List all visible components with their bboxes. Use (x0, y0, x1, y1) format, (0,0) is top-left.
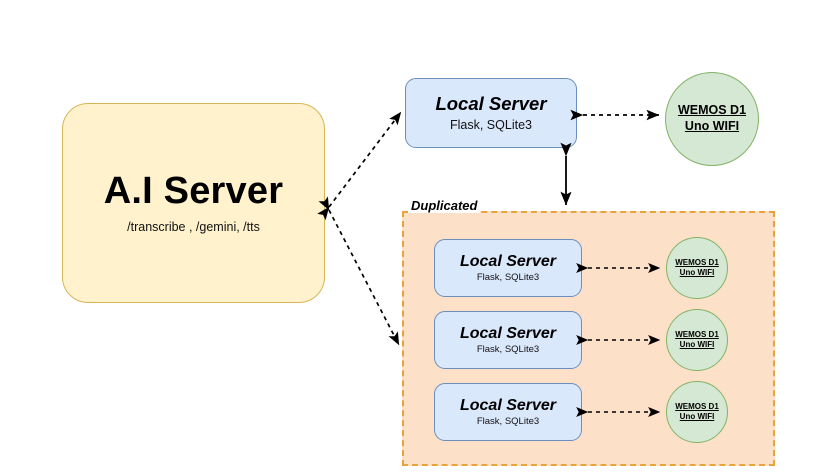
local-server-title: Local Server (459, 324, 557, 342)
wemos-line1: WEMOS D1 (675, 258, 719, 267)
local-server-node-dup-3[interactable]: Local Server Flask, SQLite3 (434, 383, 582, 441)
local-server-stack: Flask, SQLite3 (450, 117, 532, 132)
wemos-line1: WEMOS D1 (677, 103, 747, 118)
local-server-title: Local Server (459, 396, 557, 414)
local-server-title: Local Server (459, 252, 557, 270)
wemos-line1: WEMOS D1 (675, 402, 719, 411)
duplicated-group-label: Duplicated (408, 198, 481, 213)
local-server-node-main[interactable]: Local Server Flask, SQLite3 (405, 78, 577, 148)
local-server-title: Local Server (435, 93, 547, 115)
edge-ai-to-local-main (317, 111, 402, 221)
wemos-device-node-dup-2[interactable]: WEMOS D1 Uno WIFI (666, 309, 728, 371)
ai-server-endpoints: /transcribe , /gemini, /tts (127, 220, 260, 235)
local-server-node-dup-2[interactable]: Local Server Flask, SQLite3 (434, 311, 582, 369)
ai-server-title: A.I Server (103, 169, 284, 212)
ai-server-node[interactable]: A.I Server /transcribe , /gemini, /tts (62, 103, 325, 303)
edge-ai-to-duplicated (318, 196, 400, 346)
wemos-line2: Uno WIFI (679, 412, 715, 421)
local-server-stack: Flask, SQLite3 (476, 416, 540, 428)
local-server-stack: Flask, SQLite3 (476, 344, 540, 356)
wemos-line2: Uno WIFI (684, 119, 740, 133)
wemos-line2: Uno WIFI (679, 340, 715, 349)
local-server-node-dup-1[interactable]: Local Server Flask, SQLite3 (434, 239, 582, 297)
wemos-device-node-dup-1[interactable]: WEMOS D1 Uno WIFI (666, 237, 728, 299)
local-server-stack: Flask, SQLite3 (476, 272, 540, 284)
wemos-device-node-dup-3[interactable]: WEMOS D1 Uno WIFI (666, 381, 728, 443)
wemos-line2: Uno WIFI (679, 268, 715, 277)
wemos-line1: WEMOS D1 (675, 330, 719, 339)
wemos-device-node-main[interactable]: WEMOS D1 Uno WIFI (665, 72, 759, 166)
